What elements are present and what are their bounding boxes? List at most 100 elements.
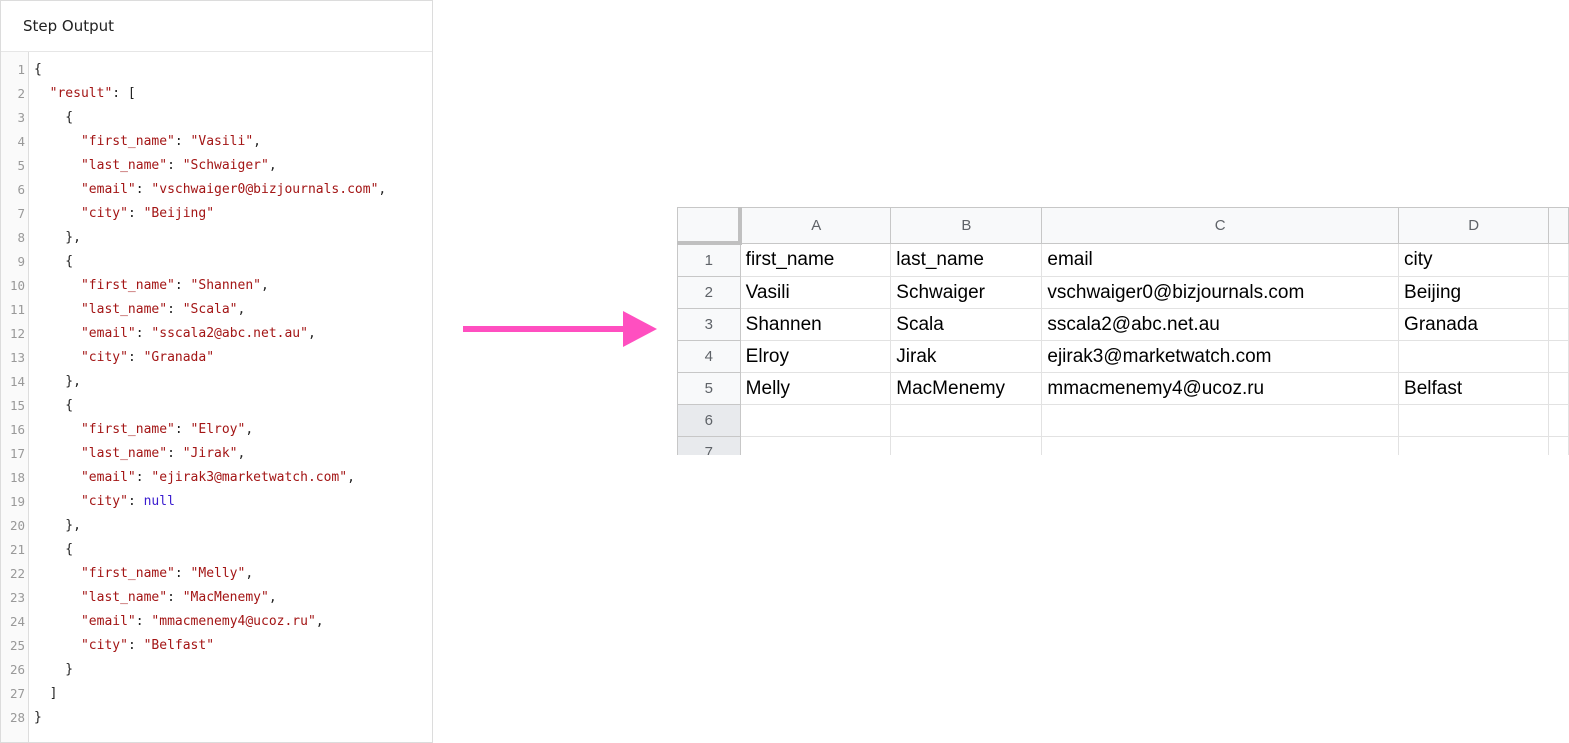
cell[interactable] [1398, 340, 1550, 373]
json-punct [34, 470, 81, 485]
cell[interactable]: Shannen [739, 308, 892, 341]
json-key: "last_name" [80, 302, 168, 317]
json-key: "first_name" [80, 278, 175, 293]
code-line: 13 "city": "Granada" [1, 346, 214, 370]
json-key: "last_name" [80, 158, 168, 173]
row-header[interactable]: 1 [677, 242, 741, 277]
code-line: 8 }, [1, 226, 81, 250]
code-line: 6 "email": "vschwaiger0@bizjournals.com"… [1, 178, 386, 202]
column-header-e[interactable] [1548, 207, 1569, 244]
code-text: "city": "Granada" [34, 346, 214, 370]
row-header[interactable]: 3 [677, 308, 741, 341]
code-text: } [34, 658, 73, 682]
json-key: "first_name" [80, 566, 175, 581]
json-punct: : [ [112, 86, 136, 101]
json-string: "Belfast" [143, 638, 215, 653]
json-punct [34, 302, 81, 317]
json-punct: : [174, 278, 191, 293]
cell[interactable]: MacMenemy [890, 372, 1043, 405]
json-key: "city" [80, 638, 128, 653]
code-line: 19 "city": null [1, 490, 175, 514]
json-string: "Granada" [143, 350, 215, 365]
code-text: "email": "mmacmenemy4@ucoz.ru", [34, 610, 324, 634]
line-number: 10 [9, 278, 25, 293]
cell[interactable] [1548, 308, 1569, 341]
cell[interactable]: Melly [739, 372, 892, 405]
code-line: 18 "email": "ejirak3@marketwatch.com", [1, 466, 355, 490]
cell[interactable] [1548, 404, 1569, 437]
cell[interactable] [1548, 436, 1569, 455]
cell[interactable] [1548, 276, 1569, 309]
cell[interactable] [1548, 242, 1569, 277]
code-text: }, [34, 370, 81, 394]
code-line: 24 "email": "mmacmenemy4@ucoz.ru", [1, 610, 324, 634]
cell[interactable] [1041, 404, 1400, 437]
json-punct: : [127, 494, 144, 509]
json-punct: , [245, 422, 254, 437]
row-header[interactable]: 6 [677, 404, 741, 437]
cell[interactable] [1041, 436, 1400, 455]
line-number: 1 [17, 62, 25, 77]
code-text: "first_name": "Elroy", [34, 418, 253, 442]
cell[interactable]: mmacmenemy4@ucoz.ru [1041, 372, 1400, 405]
json-punct: , [307, 326, 316, 341]
cell[interactable]: vschwaiger0@bizjournals.com [1041, 276, 1400, 309]
cell[interactable]: Scala [890, 308, 1043, 341]
row-header[interactable]: 4 [677, 340, 741, 373]
cell[interactable]: email [1041, 242, 1400, 277]
cell[interactable] [739, 436, 892, 455]
cell[interactable]: Elroy [739, 340, 892, 373]
json-punct: , [253, 134, 261, 149]
json-punct: { [34, 62, 42, 77]
code-line: 10 "first_name": "Shannen", [1, 274, 269, 298]
cell[interactable] [890, 404, 1043, 437]
row-header[interactable]: 2 [677, 276, 741, 309]
cell[interactable] [1548, 372, 1569, 405]
cell[interactable] [1398, 404, 1550, 437]
json-punct: : [174, 134, 191, 149]
row-header[interactable]: 5 [677, 372, 741, 405]
code-line: 7 "city": "Beijing" [1, 202, 214, 226]
cell[interactable]: sscala2@abc.net.au [1041, 308, 1400, 341]
json-punct [34, 422, 81, 437]
code-text: "email": "vschwaiger0@bizjournals.com", [34, 178, 386, 202]
column-header-d[interactable]: D [1398, 207, 1550, 244]
cell[interactable]: Beijing [1398, 276, 1550, 309]
column-header-a[interactable]: A [739, 207, 892, 244]
cell[interactable] [1398, 436, 1550, 455]
column-header-c[interactable]: C [1041, 207, 1400, 244]
cell[interactable]: Vasili [739, 276, 892, 309]
json-key: "first_name" [80, 422, 175, 437]
select-all-corner[interactable] [677, 207, 743, 245]
code-line: 12 "email": "sscala2@abc.net.au", [1, 322, 316, 346]
json-punct: }, [34, 374, 81, 389]
json-punct [34, 182, 81, 197]
json-punct: , [261, 278, 269, 293]
cell[interactable]: last_name [890, 242, 1043, 277]
json-punct: : [127, 350, 144, 365]
column-header-b[interactable]: B [890, 207, 1043, 244]
cell[interactable] [1548, 340, 1569, 373]
json-punct [34, 494, 81, 509]
cell[interactable]: Schwaiger [890, 276, 1043, 309]
json-key: "city" [80, 206, 128, 221]
code-text: "result": [ [34, 82, 136, 106]
json-punct: : [127, 638, 144, 653]
cell[interactable]: Jirak [890, 340, 1043, 373]
json-punct [34, 614, 81, 629]
row-header[interactable]: 7 [677, 436, 741, 455]
cell[interactable]: Belfast [1398, 372, 1550, 405]
code-line: 17 "last_name": "Jirak", [1, 442, 245, 466]
cell[interactable]: city [1398, 242, 1550, 277]
cell[interactable] [890, 436, 1043, 455]
json-code-viewer[interactable]: 1{2 "result": [3 {4 "first_name": "Vasil… [1, 52, 432, 742]
cell[interactable]: ejirak3@marketwatch.com [1041, 340, 1400, 373]
cell[interactable]: Granada [1398, 308, 1550, 341]
cell[interactable] [739, 404, 892, 437]
cell[interactable]: first_name [739, 242, 892, 277]
json-key: "city" [80, 350, 128, 365]
code-line: 11 "last_name": "Scala", [1, 298, 245, 322]
